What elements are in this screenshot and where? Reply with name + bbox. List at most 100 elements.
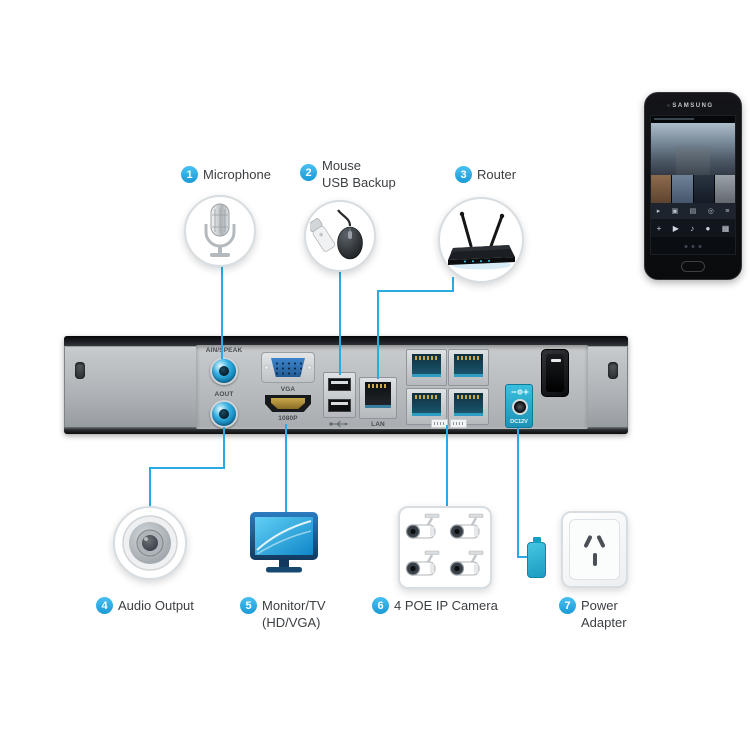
chassis-screw-left [75, 362, 85, 379]
usb-symbol-icon [329, 420, 349, 428]
monitor-label-line2: (HD/VGA) [262, 615, 321, 630]
phone-brand: SAMSUNG [672, 103, 714, 109]
microphone-label: Microphone [203, 167, 271, 182]
vga-port [261, 352, 315, 383]
audio-output-bubble [113, 506, 187, 580]
socket-slot-left [583, 534, 593, 549]
phone-toolbar-icon: ▣ [671, 208, 679, 215]
mouse-usb-label: Mouse USB Backup [322, 157, 396, 191]
microphone-bubble [184, 195, 256, 267]
phone-screen: ▸ ▣ ▤ ◎ ≡ + ▶ ♪ ● ▦ [650, 115, 736, 255]
vga-label: VGA [280, 386, 296, 393]
dc-polarity-icon [511, 389, 529, 395]
hdmi-port [265, 395, 311, 412]
microphone-icon [204, 203, 236, 257]
poe-connector-4 [454, 393, 483, 416]
mouse-label-line1: Mouse [322, 158, 362, 173]
aout-jack [210, 400, 238, 428]
phone-toolbar-icon: ◎ [707, 208, 714, 215]
poe-connector-3 [412, 393, 441, 416]
callout-number-1: 1 [181, 166, 198, 183]
poe-sticker-right [450, 419, 467, 428]
camera-feed-thumb [693, 175, 714, 203]
monitor-label-line1: Monitor/TV [262, 598, 326, 613]
phone-status-bar [651, 116, 735, 123]
camera-feed-thumb [714, 175, 735, 203]
poe-connector-2 [454, 354, 483, 377]
poe-camera-group [398, 506, 492, 589]
router-bubble [438, 197, 524, 283]
poe-port-3 [406, 388, 447, 425]
power-label-line2: Adapter [581, 615, 627, 630]
camera-feed-thumbnails [651, 175, 735, 203]
phone-nav-icon: ▦ [721, 223, 730, 233]
power-switch [541, 349, 569, 397]
chassis-screw-right [608, 362, 618, 379]
phone-nav-icon: + [656, 223, 662, 233]
phone-nav-bar: + ▶ ♪ ● ▦ [651, 219, 735, 237]
callout-number-7: 7 [559, 597, 576, 614]
vga-screw-left [264, 365, 269, 370]
callout-number-5: 5 [240, 597, 257, 614]
phone-nav-icon: ▶ [672, 223, 679, 233]
bullet-cameras-icon [405, 512, 485, 576]
usb-ports [323, 372, 356, 418]
wall-socket-icon [561, 511, 628, 588]
socket-slot-right [596, 534, 606, 549]
poe-port-4 [448, 388, 489, 425]
vga-screw-right [307, 365, 312, 370]
phone-nav-icon: ♪ [690, 223, 695, 233]
camera-feed-main [651, 123, 735, 175]
connection-line-power [517, 428, 527, 558]
usb-slot-bottom [328, 399, 351, 412]
phone-toolbar-icon: ≡ [725, 207, 730, 215]
lan-port [359, 377, 397, 419]
callout-number-4: 4 [96, 597, 113, 614]
phone-toolbar-icon: ▤ [689, 208, 697, 215]
mouse-label-line2: USB Backup [322, 175, 396, 190]
callout-number-2: 2 [300, 164, 317, 181]
socket-slot-bottom [592, 553, 597, 566]
poe-port-2 [448, 349, 489, 386]
lan-connector [365, 382, 391, 408]
audio-output-label: Audio Output [118, 598, 194, 613]
phone-toolbar: ▸ ▣ ▤ ◎ ≡ [651, 203, 735, 219]
wall-socket-plate [569, 519, 620, 580]
power-label-line1: Power [581, 598, 618, 613]
callout-number-6: 6 [372, 597, 389, 614]
mouse-usb-icon [310, 209, 363, 260]
router-icon [448, 211, 515, 270]
camera-feed-thumb [651, 175, 672, 203]
home-button [681, 261, 705, 272]
poe-sticker-left [431, 419, 448, 428]
monitor-label: Monitor/TV (HD/VGA) [262, 597, 326, 631]
connection-line-audio [149, 427, 225, 507]
phone-nav-icon: ● [705, 223, 711, 233]
smartphone: SAMSUNG ▸ ▣ ▤ ◎ ≡ + ▶ ♪ ● ▦ [644, 92, 742, 280]
phone-footer-strip [651, 237, 735, 254]
poe-camera-label: 4 POE IP Camera [394, 598, 498, 613]
power-adapter-label: Power Adapter [581, 597, 627, 631]
phone-toolbar-icon: ▸ [656, 208, 661, 215]
power-plug-icon [527, 537, 546, 578]
router-label: Router [477, 167, 517, 182]
callout-number-3: 3 [455, 166, 472, 183]
hdmi-label: 1080P [278, 415, 298, 422]
dc-label: DC12V [510, 419, 528, 425]
nvr-bottom-edge [64, 427, 628, 434]
lan-label: LAN [371, 421, 385, 428]
monitor-icon [246, 508, 322, 584]
ain-speak-jack [210, 357, 238, 385]
vga-connector [271, 358, 305, 377]
phone-front-camera [667, 104, 670, 107]
poe-connector-1 [412, 354, 441, 377]
ain-speak-label: AIN/SPEAK [205, 347, 243, 354]
camera-feed-thumb [672, 175, 693, 203]
usb-slot-top [328, 378, 351, 391]
mouse-usb-bubble [304, 200, 376, 272]
poe-port-1 [406, 349, 447, 386]
aout-label: AOUT [214, 391, 234, 398]
dc-barrel-jack [512, 399, 528, 415]
speaker-icon [122, 515, 178, 571]
